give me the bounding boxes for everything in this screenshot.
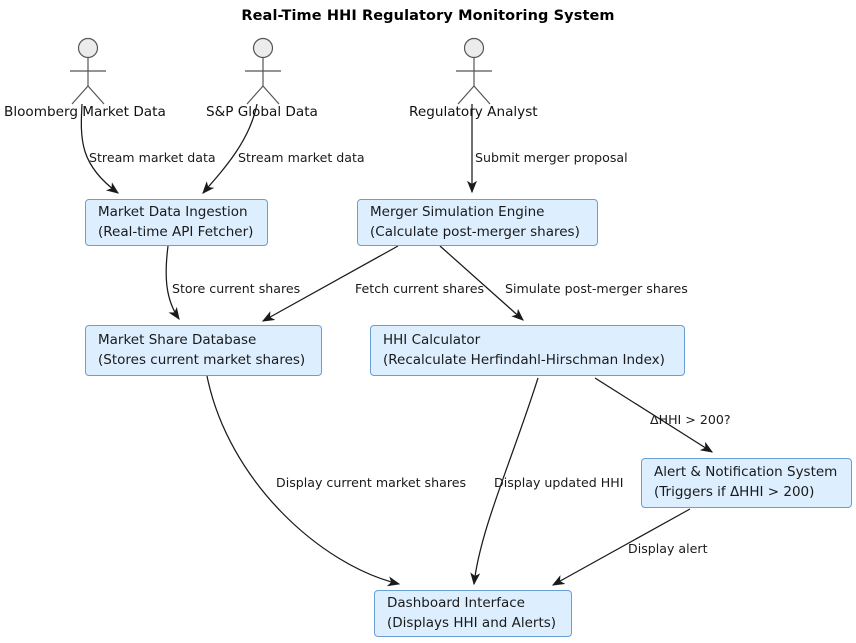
edge-label-display-alert: Display alert	[628, 541, 708, 556]
edge-label-submit-merger-proposal: Submit merger proposal	[475, 150, 628, 165]
edge-stream-market-data-2	[202, 103, 258, 194]
edge-store-current-shares	[165, 245, 180, 321]
edge-display-updated-hhi	[470, 377, 539, 586]
node-market-data-ingestion[interactable]: Market Data Ingestion (Real-time API Fet…	[85, 199, 268, 246]
actor-figure-sp-global	[245, 37, 281, 105]
edge-label-delta-hhi-threshold: ΔHHI > 200?	[650, 412, 731, 427]
node-alert-notification-system-line2: (Triggers if ΔHHI > 200)	[654, 484, 815, 500]
node-merger-simulation-engine-line2: (Calculate post-merger shares)	[370, 223, 580, 240]
edge-display-current-market-shares	[206, 375, 401, 587]
actor-figure-bloomberg	[70, 37, 106, 105]
actor-figure-regulatory-analyst	[456, 37, 492, 105]
edge-label-store-current-shares: Store current shares	[172, 281, 301, 296]
node-alert-notification-system[interactable]: Alert & Notification System (Triggers if…	[641, 458, 852, 508]
edge-delta-hhi-gt-200	[594, 377, 714, 453]
edge-label-stream-market-data-1: Stream market data	[89, 150, 216, 165]
node-market-share-database[interactable]: Market Share Database (Stores current ma…	[85, 325, 322, 376]
actor-label-bloomberg[interactable]: Bloomberg Market Data	[4, 104, 166, 120]
actor-label-regulatory-analyst[interactable]: Regulatory Analyst	[409, 104, 538, 120]
edge-label-stream-market-data-2: Stream market data	[238, 150, 365, 165]
node-market-data-ingestion-line1: Market Data Ingestion	[98, 203, 248, 220]
edge-label-fetch-current-shares: Fetch current shares	[355, 281, 485, 296]
edge-label-display-current-market-shares: Display current market shares	[276, 475, 467, 490]
node-merger-simulation-engine-line1: Merger Simulation Engine	[370, 203, 545, 220]
edge-label-display-updated-hhi: Display updated HHI	[494, 475, 624, 490]
node-market-share-database-line2: (Stores current market shares)	[98, 351, 306, 368]
edge-display-alert	[551, 508, 691, 586]
page-title: Real-Time HHI Regulatory Monitoring Syst…	[241, 8, 615, 24]
node-hhi-calculator[interactable]: HHI Calculator (Recalculate Herfindahl-H…	[370, 325, 685, 376]
edge-simulate-post-merger-shares	[439, 245, 524, 321]
edge-label-simulate-post-merger-shares: Simulate post-merger shares	[505, 281, 688, 296]
node-hhi-calculator-line1: HHI Calculator	[383, 331, 481, 348]
node-hhi-calculator-line2: (Recalculate Herfindahl-Hirschman Index)	[383, 351, 665, 368]
node-dashboard-interface-line2: (Displays HHI and Alerts)	[387, 614, 557, 631]
actor-label-sp-global[interactable]: S&P Global Data	[206, 104, 318, 120]
node-alert-notification-system-line1: Alert & Notification System	[654, 464, 838, 481]
node-merger-simulation-engine[interactable]: Merger Simulation Engine (Calculate post…	[357, 199, 598, 246]
node-dashboard-interface[interactable]: Dashboard Interface (Displays HHI and Al…	[374, 590, 572, 637]
edge-fetch-current-shares	[261, 245, 399, 322]
node-market-data-ingestion-line2: (Real-time API Fetcher)	[98, 223, 254, 240]
node-dashboard-interface-line1: Dashboard Interface	[387, 594, 525, 611]
node-market-share-database-line1: Market Share Database	[98, 331, 257, 348]
edge-stream-market-data-1	[80, 103, 120, 194]
